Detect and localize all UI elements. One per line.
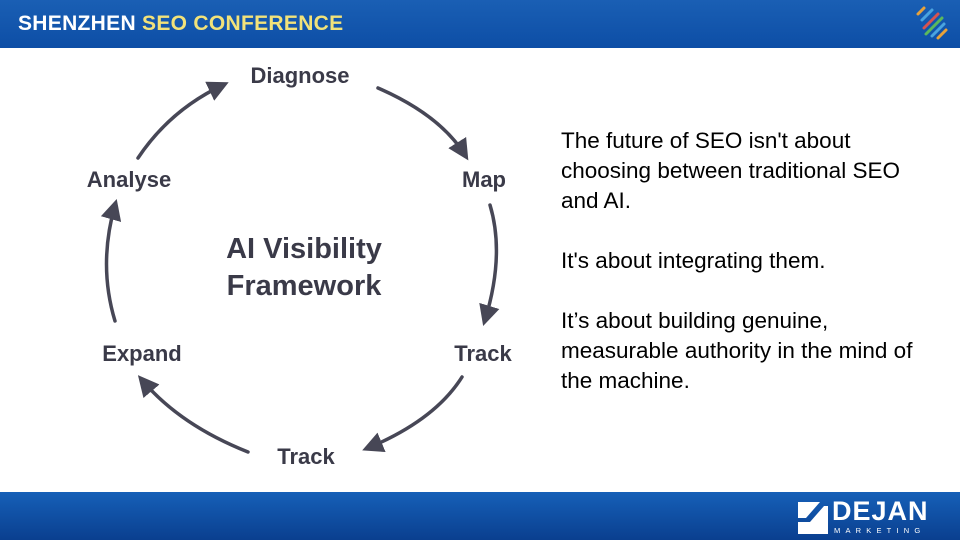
step-track-1: Track [454, 341, 512, 366]
step-diagnose: Diagnose [250, 63, 349, 88]
striped-logo-icon [916, 6, 948, 40]
diagram-center-title-line2: Framework [227, 270, 383, 302]
arrow-track-to-track [362, 375, 464, 453]
arrow-analyse-to-diagnose [136, 81, 229, 160]
step-expand: Expand [102, 341, 181, 366]
arrow-map-to-track [479, 203, 500, 327]
paragraph-future-of-seo: The future of SEO isn't about choosing b… [561, 128, 900, 213]
brand-name: DEJAN [832, 496, 929, 526]
footer-bar: DEJAN MARKETING [0, 492, 960, 540]
paragraph-authority: It’s about building genuine, measurable … [561, 308, 913, 393]
brand-subtitle: MARKETING [834, 526, 926, 535]
arrow-expand-to-analyse [100, 198, 122, 323]
arrow-diagnose-to-map [376, 86, 469, 161]
conference-title-name: SEO CONFERENCE [142, 12, 344, 35]
step-map: Map [462, 167, 506, 192]
step-track-2: Track [277, 444, 335, 469]
paragraph-integrating: It's about integrating them. [561, 248, 826, 273]
conference-title-city: SHENZHEN [18, 12, 143, 35]
dejan-marketing-logo: DEJAN MARKETING [796, 496, 936, 538]
diagram-center-title-line1: AI Visibility [226, 233, 382, 265]
dejan-mark-icon [798, 502, 828, 534]
conference-title: SHENZHEN SEO CONFERENCE [18, 12, 343, 36]
ai-visibility-cycle-diagram: Diagnose Map Track Track Expand Analyse … [87, 63, 513, 469]
header-bar: SHENZHEN SEO CONFERENCE [0, 0, 960, 48]
slide-body-text: The future of SEO isn't about choosing b… [561, 126, 941, 426]
step-analyse: Analyse [87, 167, 171, 192]
arrow-track-to-expand [137, 375, 250, 454]
